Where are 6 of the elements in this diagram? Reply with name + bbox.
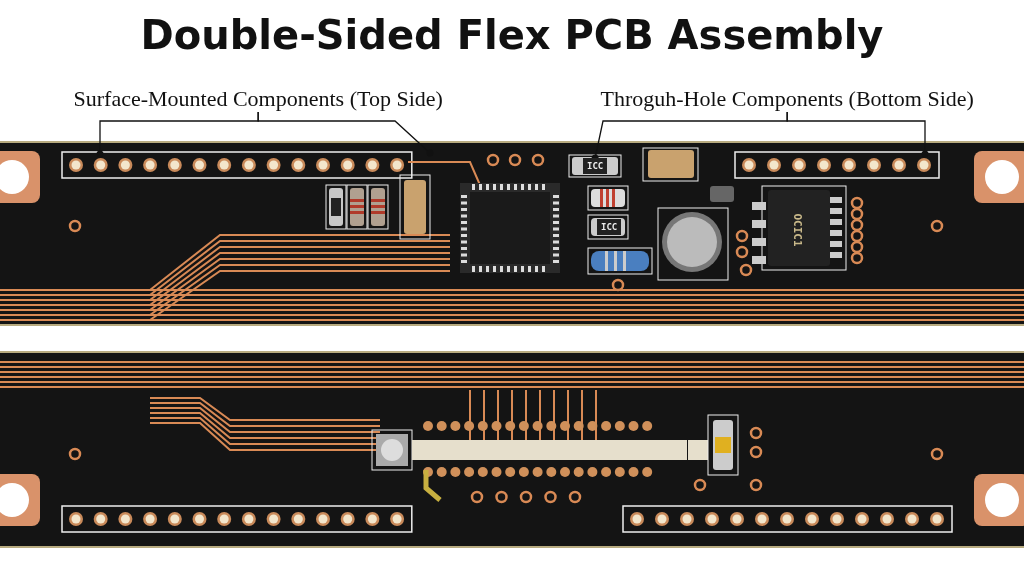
component-marking: OCIC1	[789, 212, 805, 249]
component-marking: ICC	[583, 158, 608, 174]
component-marking: ICC	[597, 219, 622, 235]
diagram-title: Double-Sided Flex PCB Assembly	[139, 12, 885, 58]
callout-text: Surface-Mounted Components (Top Side)	[73, 86, 443, 112]
callout-text: Throguh-Hole Components (Bottom Side)	[600, 86, 974, 112]
